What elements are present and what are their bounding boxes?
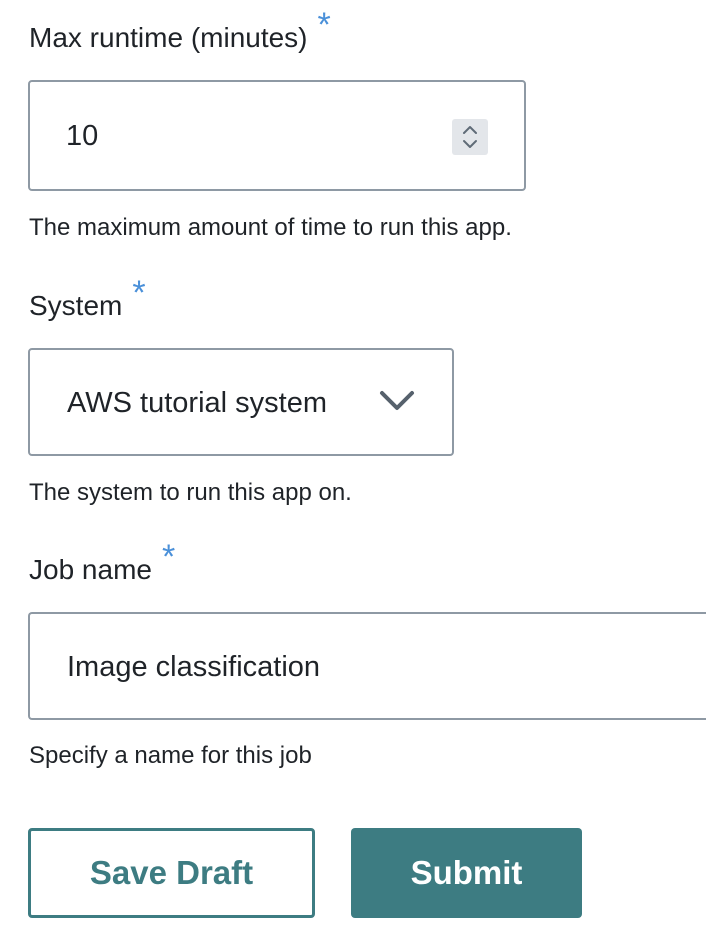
system-label-row: System * [29, 276, 146, 328]
max-runtime-help: The maximum amount of time to run this a… [29, 214, 512, 241]
job-name-label-row: Job name * [29, 540, 175, 592]
system-selected-value: AWS tutorial system [67, 387, 327, 419]
required-indicator: * [161, 538, 176, 576]
up-down-stepper-icon[interactable] [452, 119, 488, 155]
max-runtime-value: 10 [66, 120, 99, 152]
chevron-down-icon [380, 391, 414, 410]
system-label: System [29, 290, 123, 321]
required-indicator: * [317, 6, 331, 44]
job-name-input[interactable]: Image classification [28, 612, 706, 720]
max-runtime-label: Max runtime (minutes) [29, 22, 308, 53]
system-help: The system to run this app on. [29, 479, 352, 506]
job-name-help: Specify a name for this job [29, 742, 312, 769]
max-runtime-input[interactable]: 10 [28, 80, 526, 191]
submit-button[interactable]: Submit [351, 828, 582, 918]
max-runtime-label-row: Max runtime (minutes) * [29, 8, 331, 60]
save-draft-button[interactable]: Save Draft [28, 828, 315, 918]
system-select[interactable]: AWS tutorial system [28, 348, 454, 456]
job-name-label: Job name [29, 554, 152, 585]
required-indicator: * [132, 274, 146, 312]
job-name-value: Image classification [67, 651, 321, 683]
